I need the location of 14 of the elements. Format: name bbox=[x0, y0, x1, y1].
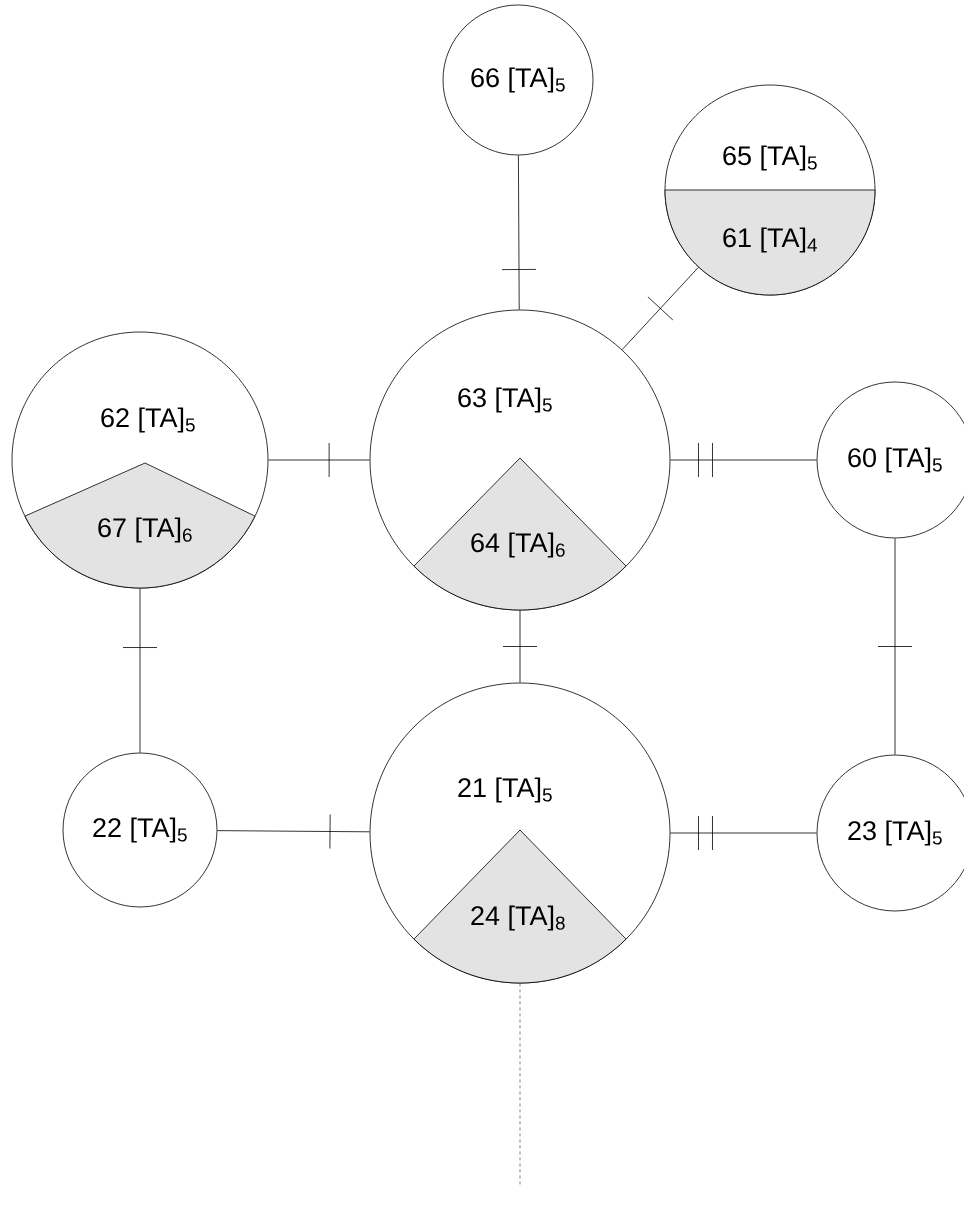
shaded-sector: 67 [TA]$_{6}$ bbox=[24, 462, 256, 589]
shaded-sector: 24 [TA]$_{8}$ bbox=[413, 829, 627, 984]
network-line bbox=[621, 266, 699, 351]
network-line bbox=[217, 814, 370, 849]
network-line bbox=[122, 588, 158, 753]
network-line bbox=[670, 442, 817, 478]
network-line bbox=[670, 815, 817, 851]
shaded-sector: 64 [TA]$_{6}$ bbox=[413, 457, 627, 611]
network-line bbox=[268, 442, 370, 478]
network-line bbox=[501, 155, 537, 310]
network-line bbox=[877, 538, 913, 755]
network-line bbox=[519, 983, 521, 1186]
shaded-sector: 61 [TA]$_{4}$ bbox=[664, 189, 876, 296]
network-line bbox=[502, 610, 538, 683]
